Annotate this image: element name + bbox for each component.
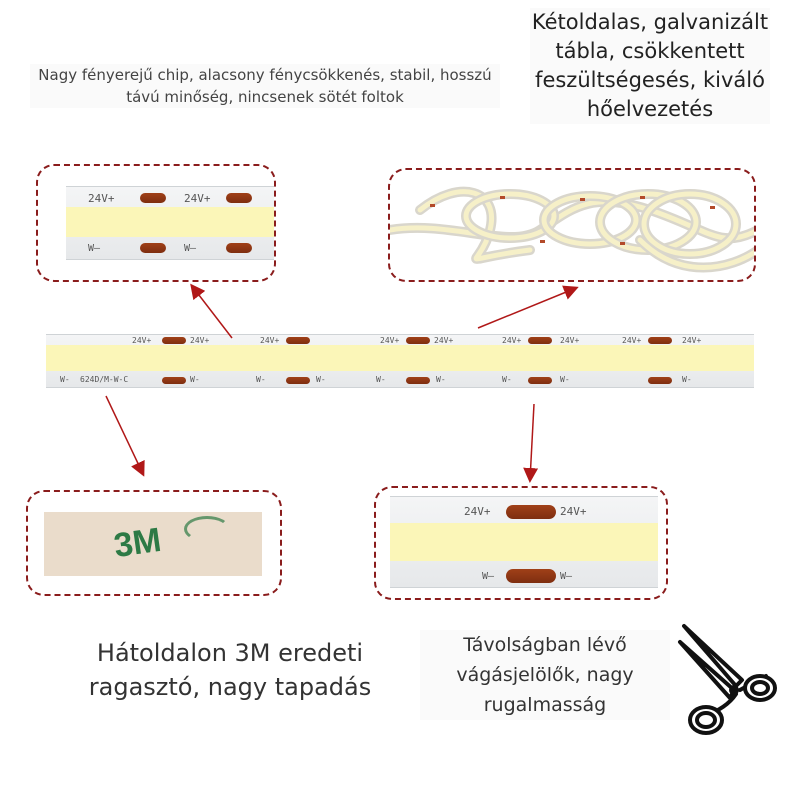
negative-label: W— [88,243,101,254]
positive-label: 24V+ [464,505,491,518]
arrow-to-closeup [190,283,233,339]
solder-pad [286,337,310,344]
3m-logo: 3M [111,520,164,566]
model-label: 624D/M-W-C [80,375,129,384]
positive-label: 24V+ [560,505,587,518]
solder-pad [406,337,430,344]
positive-label: 24V+ [622,336,642,345]
positive-label: 24V+ [560,336,580,345]
negative-label: W- [316,375,326,384]
negative-label: W- [60,375,70,384]
adhesive-tape: 3M [44,512,262,576]
solder-pad [406,377,430,384]
positive-label: 24V+ [380,336,400,345]
solder-pad [140,193,166,203]
solder-pad [528,337,552,344]
positive-label: 24V+ [88,192,115,205]
solder-pad [226,243,252,253]
coiled-strip-image [390,186,754,273]
strip-closeup: 24V+ 24V+ W— W— [66,186,274,260]
positive-label: 24V+ [502,336,522,345]
solder-pad [286,377,310,384]
negative-label: W— [560,571,573,582]
cob-phosphor [390,523,658,561]
solder-pad [226,193,252,203]
positive-label: 24V+ [682,336,702,345]
negative-label: W— [482,571,495,582]
positive-label: 24V+ [184,192,211,205]
negative-label: W- [376,375,386,384]
negative-label: W- [502,375,512,384]
coiled-strip-frame [388,168,756,282]
negative-label: W- [436,375,446,384]
negative-label: W- [560,375,570,384]
solder-pad [162,377,186,384]
solder-pad [506,505,556,519]
positive-label: 24V+ [190,336,210,345]
strip-closeup-frame: 24V+ 24V+ W— W— [36,164,276,282]
solder-pad [528,377,552,384]
main-led-strip: 24V+ 24V+ 24V+ 24V+ 24V+ 24V+ 24V+ 24V+ … [46,334,754,388]
cut-feature-text: Távolságban lévő vágásjelölők, nagy ruga… [420,630,670,720]
cut-mark-frame: 24V+ 24V+ W— W— [374,486,668,600]
cut-mark-strip: 24V+ 24V+ W— W— [390,496,658,588]
board-feature-text: Kétoldalas, galvanizált tábla, csökkente… [530,8,770,124]
solder-pad [648,337,672,344]
positive-label: 24V+ [132,336,152,345]
solder-pad [140,243,166,253]
negative-label: W- [190,375,200,384]
positive-label: 24V+ [434,336,454,345]
arrow-to-tape [105,395,145,477]
adhesive-feature-text: Hátoldalon 3M eredeti ragasztó, nagy tap… [88,639,372,701]
negative-label: W- [256,375,266,384]
arrow-to-cut [523,403,539,483]
solder-pad [648,377,672,384]
negative-label: W- [682,375,692,384]
cob-phosphor [66,207,274,237]
solder-pad [162,337,186,344]
chip-feature-text: Nagy fényerejű chip, alacsony fénycsökke… [30,64,500,108]
arrow-to-coil [477,285,579,329]
3m-logo-partial [184,516,230,542]
scissors-icon [678,624,777,735]
solder-pad [506,569,556,583]
cob-phosphor [46,345,754,371]
negative-label: W— [184,243,197,254]
positive-label: 24V+ [260,336,280,345]
adhesive-tape-frame: 3M [26,490,282,596]
